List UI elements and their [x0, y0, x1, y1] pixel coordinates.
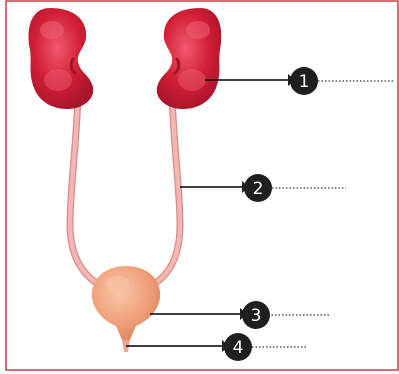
left-kidney — [29, 8, 94, 109]
marker-label-3: 3 — [251, 306, 262, 326]
marker-label-2: 2 — [253, 179, 264, 199]
urinary-bladder — [92, 266, 160, 340]
marker-label-4: 4 — [233, 338, 244, 358]
left-ureter — [70, 96, 100, 285]
marker-2: 2 — [242, 174, 272, 202]
marker-3: 3 — [240, 301, 270, 329]
right-kidney — [157, 8, 222, 109]
marker-1: 1 — [288, 67, 318, 95]
right-ureter — [152, 96, 180, 285]
marker-label-1: 1 — [299, 72, 310, 92]
marker-4: 4 — [222, 333, 252, 361]
